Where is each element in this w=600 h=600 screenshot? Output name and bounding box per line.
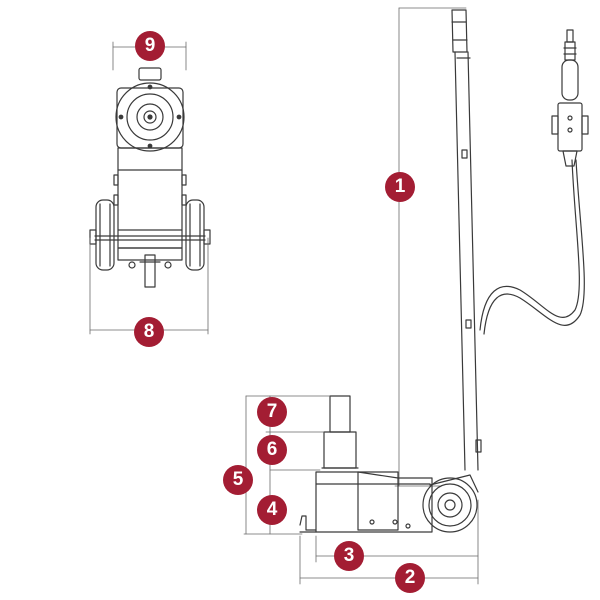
badge-9: 9 [135,31,165,61]
badge-8: 8 [134,317,164,347]
front-view [89,41,211,335]
badge-1: 1 [385,172,415,202]
side-view [243,7,589,585]
badge-7: 7 [257,397,287,427]
badge-5: 5 [223,465,253,495]
badge-2: 2 [395,563,425,593]
badge-3: 3 [334,541,364,571]
badge-6: 6 [257,435,287,465]
badge-4: 4 [257,495,287,525]
